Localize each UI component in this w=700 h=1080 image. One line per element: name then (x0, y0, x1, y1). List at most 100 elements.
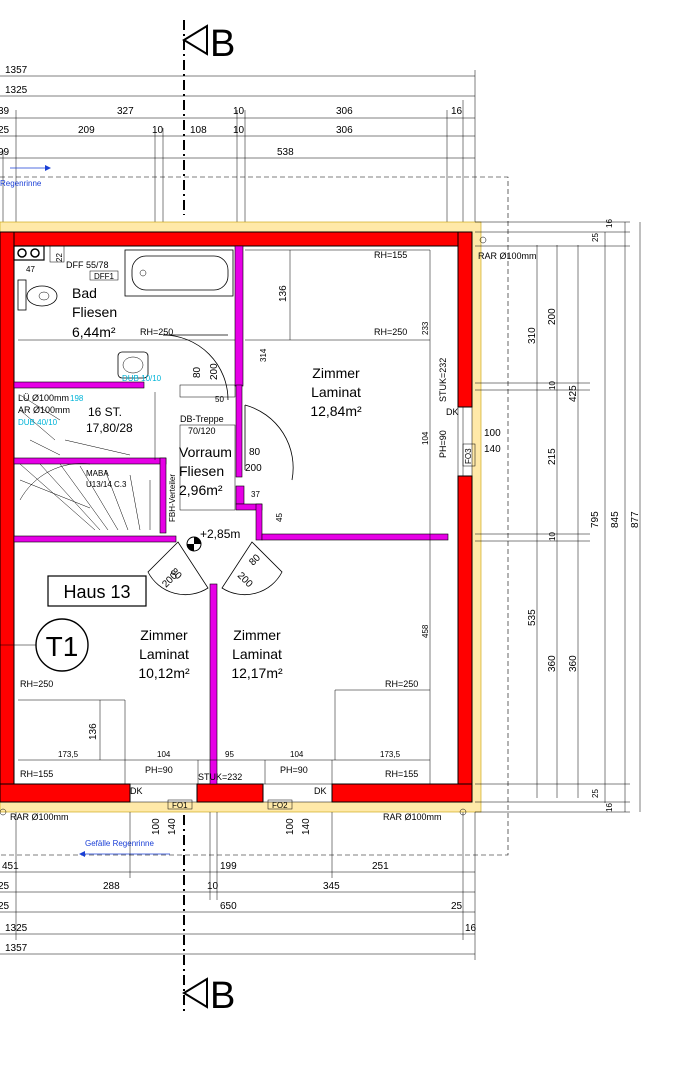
dim-top-1325: 1325 (5, 85, 28, 96)
dim-right-10b: 10 (548, 532, 557, 541)
ph90-e: PH=90 (280, 765, 308, 775)
bathtub (124, 249, 234, 297)
rar-bl-label: RAR Ø100mm (10, 812, 69, 822)
dim-top-10a: 10 (233, 106, 245, 117)
section-label-bottom: B (210, 975, 235, 1017)
dim-95: 95 (225, 750, 234, 759)
maba-label: MABA (86, 469, 109, 478)
rh250-se: RH=250 (385, 679, 418, 689)
dim-right-16a: 16 (605, 219, 614, 228)
washbasin (117, 351, 149, 379)
dim-bottom-251: 251 (372, 861, 389, 872)
dim-top-16: 16 (451, 106, 463, 117)
db-treppe-label: DB-Treppe (180, 414, 224, 424)
dim-top-25: 25 (0, 125, 10, 136)
dim-right-845: 845 (610, 511, 621, 528)
fo1-label: FO1 (172, 801, 188, 810)
dim-bottom-16: 16 (465, 923, 477, 934)
dk-bottom-right: DK (314, 786, 327, 796)
dim-right-795: 795 (590, 511, 601, 528)
dim-w140-br: 140 (301, 818, 312, 835)
dim-bottom-288: 288 (103, 881, 120, 892)
annotations: 16 ST. 17,80/28 +2,85m MABA U13/14 C.3 D… (0, 236, 537, 822)
vorraum-details (179, 384, 236, 552)
toilet (17, 279, 58, 311)
rh250-ne: RH=250 (374, 327, 407, 337)
inner-finish-lines (18, 249, 431, 784)
room-vorraum-area: 2,96m² (179, 482, 223, 498)
dim-314: 314 (259, 348, 268, 362)
dim-top-306b: 306 (336, 125, 353, 136)
gefaelle-label: Gefälle Regenrinne (85, 839, 154, 848)
haus-label: Haus 13 (63, 582, 130, 602)
dim-50: 50 (215, 395, 224, 404)
dim-top-39: 39 (0, 106, 10, 117)
fbh-label: FBH-Verteiler (168, 474, 177, 522)
room-zimmer-se-name: Zimmer (233, 627, 281, 643)
dim-bottom-345: 345 (323, 881, 340, 892)
rh155-se: RH=155 (385, 769, 418, 779)
dim-right-25b: 25 (591, 789, 600, 798)
rh250-sw: RH=250 (20, 679, 53, 689)
section-label-top: B (210, 23, 235, 65)
dim-bottom-451: 451 (2, 861, 19, 872)
dim-458: 458 (421, 624, 430, 638)
room-zimmer-sw-area: 10,12m² (138, 665, 190, 681)
room-zimmer-ne: Zimmer Laminat 12,84m² (310, 365, 362, 419)
room-zimmer-sw: Zimmer Laminat 10,12m² (138, 627, 190, 681)
staircase (19, 392, 156, 531)
dim-right-360b: 360 (568, 655, 579, 672)
rh155-sw: RH=155 (20, 769, 53, 779)
windows (129, 406, 476, 810)
dim-right-16b: 16 (605, 803, 614, 812)
dk-right: DK (446, 407, 459, 417)
d198-label: 198 (70, 394, 84, 403)
ph90-right: PH=90 (438, 430, 448, 458)
eave-outline: Regenrinne Gefälle Regenrinne (0, 165, 509, 857)
room-bad-floor: Fliesen (72, 304, 117, 320)
room-zimmer-sw-name: Zimmer (140, 627, 188, 643)
ar-label: AR Ø100mm (18, 405, 70, 415)
room-zimmer-ne-name: Zimmer (312, 365, 360, 381)
dim-104-right: 104 (421, 431, 430, 445)
dim-top-108: 108 (190, 125, 207, 136)
dim-bottom-10: 10 (207, 881, 219, 892)
dim-right-215: 215 (547, 448, 558, 465)
dim-104-b: 104 (290, 750, 304, 759)
dim-104-a: 104 (157, 750, 171, 759)
dim-top-327: 327 (117, 106, 134, 117)
dff-tag: DFF1 (94, 272, 115, 281)
dim-200-b: 200 (245, 463, 262, 474)
room-zimmer-se-floor: Laminat (232, 646, 282, 662)
dim-bottom-199: 199 (220, 861, 237, 872)
ph90-w: PH=90 (145, 765, 173, 775)
dim-right-535: 535 (527, 609, 538, 626)
level-label: +2,85m (200, 527, 240, 541)
rar-top-label: RAR Ø100mm (478, 251, 537, 261)
t1-label: T1 (46, 631, 79, 662)
stuk-bottom: STUK=232 (198, 772, 242, 782)
dim-45: 45 (275, 513, 284, 522)
dim-w140-right: 140 (484, 444, 501, 455)
room-vorraum-floor: Fliesen (179, 463, 224, 479)
right-dimension-chains: 16 25 200 10 215 10 360 25 16 310 425 53… (475, 219, 641, 813)
rh250-bad: RH=250 (140, 327, 173, 337)
dim-173-b: 173,5 (380, 750, 401, 759)
dim-top-538: 538 (277, 147, 294, 158)
rar-br-label: RAR Ø100mm (383, 812, 442, 822)
doors (147, 334, 294, 595)
inner-walls (13, 245, 449, 785)
shaft-box (13, 245, 65, 263)
dim-right-10a: 10 (548, 381, 557, 390)
dim-right-877: 877 (630, 511, 641, 528)
room-zimmer-se-area: 12,17m² (231, 665, 283, 681)
lu-label: LÜ Ø100mm (18, 393, 69, 403)
dim-bottom-1325: 1325 (5, 923, 28, 934)
dim-47: 47 (26, 265, 35, 274)
maba-type-label: U13/14 C.3 (86, 480, 127, 489)
dim-top-10c: 10 (233, 125, 245, 136)
room-vorraum-name: Vorraum (179, 444, 232, 460)
dim-bottom-650: 650 (220, 901, 237, 912)
room-bad-name: Bad (72, 285, 97, 301)
dim-w100-br: 100 (285, 818, 296, 835)
